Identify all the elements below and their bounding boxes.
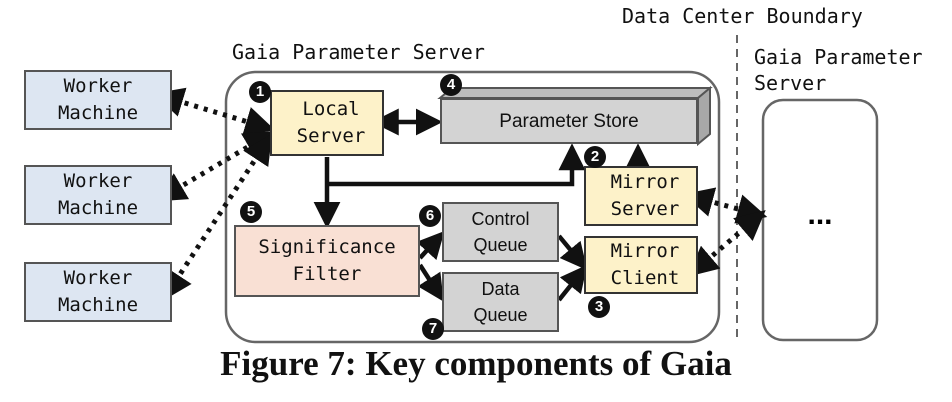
step-badge: 6 [419, 205, 441, 227]
parameter-store: Parameter Store [440, 98, 698, 144]
step-badge: 4 [440, 74, 462, 96]
filter-to-data-link [417, 263, 444, 302]
worker-3-link [162, 133, 273, 301]
step-badge: 2 [584, 146, 606, 168]
worker-machine: Worker Machine [24, 165, 172, 225]
local-server: Local Server [270, 90, 384, 156]
mirror-server-remote-link [683, 187, 768, 224]
significance-filter: Significance Filter [234, 225, 420, 297]
step-badge: 7 [422, 318, 444, 340]
data-center-boundary-label: Data Center Boundary [622, 4, 863, 28]
mirror-client: Mirror Client [584, 236, 698, 294]
worker-machine: Worker Machine [24, 262, 172, 322]
worker-machine: Worker Machine [24, 70, 172, 130]
parameter-store-depth [437, 87, 713, 99]
gaia-ps-title: Gaia Parameter Server [232, 40, 485, 64]
step-badge: 5 [240, 201, 262, 223]
local-to-store-update-link [327, 143, 586, 187]
parameter-store-side [697, 85, 711, 147]
data-queue: Data Queue [442, 272, 559, 332]
remote-gaia-ps-title: Gaia Parameter Server [754, 45, 923, 95]
step-badge: 3 [588, 296, 610, 318]
worker-1-link [153, 87, 276, 136]
figure-caption: Figure 7: Key components of Gaia [220, 344, 732, 383]
remote-ellipsis: ... [807, 198, 833, 231]
filter-to-control-link [416, 231, 445, 261]
mirror-client-remote-link [687, 210, 766, 277]
control-queue: Control Queue [442, 202, 559, 262]
mirror-server: Mirror Server [584, 166, 698, 226]
data-to-client-link [557, 264, 588, 302]
step-badge: 1 [249, 81, 271, 103]
control-to-client-link [557, 234, 588, 271]
